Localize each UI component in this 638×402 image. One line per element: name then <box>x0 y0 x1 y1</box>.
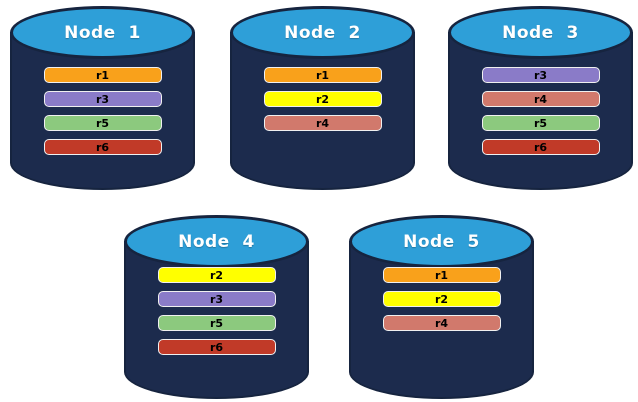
node-2-cylinder-top: Node 2 <box>230 6 415 59</box>
replica-bar-label: r5 <box>209 316 224 330</box>
replica-bar-r5: r5 <box>481 115 600 131</box>
replica-bar-r2: r2 <box>157 267 276 283</box>
replica-bar-r4: r4 <box>481 91 600 107</box>
replica-bar-r3: r3 <box>157 291 276 307</box>
replica-bar-label: r1 <box>95 68 110 82</box>
replica-bar-label: r5 <box>533 116 548 130</box>
replica-bar-label: r6 <box>533 140 548 154</box>
replica-bar-label: r2 <box>315 92 330 106</box>
replica-bar-r4: r4 <box>382 315 501 331</box>
replica-bar-r1: r1 <box>382 267 501 283</box>
node-3: Node 3 r3 r4 r5 r6 <box>448 6 633 190</box>
replica-bar-r1: r1 <box>43 67 162 83</box>
replica-bar-r6: r6 <box>43 139 162 155</box>
replica-bar-label: r3 <box>95 92 110 106</box>
node-2-replica-list: r1 r2 r4 <box>263 67 382 131</box>
replica-bar-r3: r3 <box>43 91 162 107</box>
node-4-title: Node 4 <box>178 231 255 252</box>
node-5-title: Node 5 <box>403 231 480 252</box>
replica-bar-label: r3 <box>209 292 224 306</box>
replica-bar-label: r3 <box>533 68 548 82</box>
replica-bar-r6: r6 <box>481 139 600 155</box>
replica-bar-label: r6 <box>95 140 110 154</box>
replica-bar-r5: r5 <box>157 315 276 331</box>
node-5: Node 5 r1 r2 r4 <box>349 215 534 399</box>
replica-bar-r2: r2 <box>382 291 501 307</box>
replica-bar-label: r1 <box>315 68 330 82</box>
node-4: Node 4 r2 r3 r5 r6 <box>124 215 309 399</box>
node-5-replica-list: r1 r2 r4 <box>382 267 501 331</box>
node-4-cylinder-top: Node 4 <box>124 215 309 268</box>
node-1: Node 1 r1 r3 r5 r6 <box>10 6 195 190</box>
node-3-replica-list: r3 r4 r5 r6 <box>481 67 600 155</box>
node-1-cylinder-top: Node 1 <box>10 6 195 59</box>
replica-bar-label: r1 <box>434 268 449 282</box>
replica-bar-label: r5 <box>95 116 110 130</box>
replica-bar-label: r2 <box>434 292 449 306</box>
node-1-replica-list: r1 r3 r5 r6 <box>43 67 162 155</box>
replica-bar-label: r4 <box>434 316 449 330</box>
replica-bar-r1: r1 <box>263 67 382 83</box>
replica-bar-label: r4 <box>533 92 548 106</box>
node-2: Node 2 r1 r2 r4 <box>230 6 415 190</box>
replica-bar-r3: r3 <box>481 67 600 83</box>
replica-bar-r4: r4 <box>263 115 382 131</box>
node-3-title: Node 3 <box>502 22 579 43</box>
replica-bar-r2: r2 <box>263 91 382 107</box>
replica-bar-label: r6 <box>209 340 224 354</box>
replica-bar-r5: r5 <box>43 115 162 131</box>
node-2-title: Node 2 <box>284 22 361 43</box>
replica-bar-label: r4 <box>315 116 330 130</box>
node-5-cylinder-top: Node 5 <box>349 215 534 268</box>
replica-bar-label: r2 <box>209 268 224 282</box>
node-3-cylinder-top: Node 3 <box>448 6 633 59</box>
node-4-replica-list: r2 r3 r5 r6 <box>157 267 276 355</box>
replica-bar-r6: r6 <box>157 339 276 355</box>
node-1-title: Node 1 <box>64 22 141 43</box>
